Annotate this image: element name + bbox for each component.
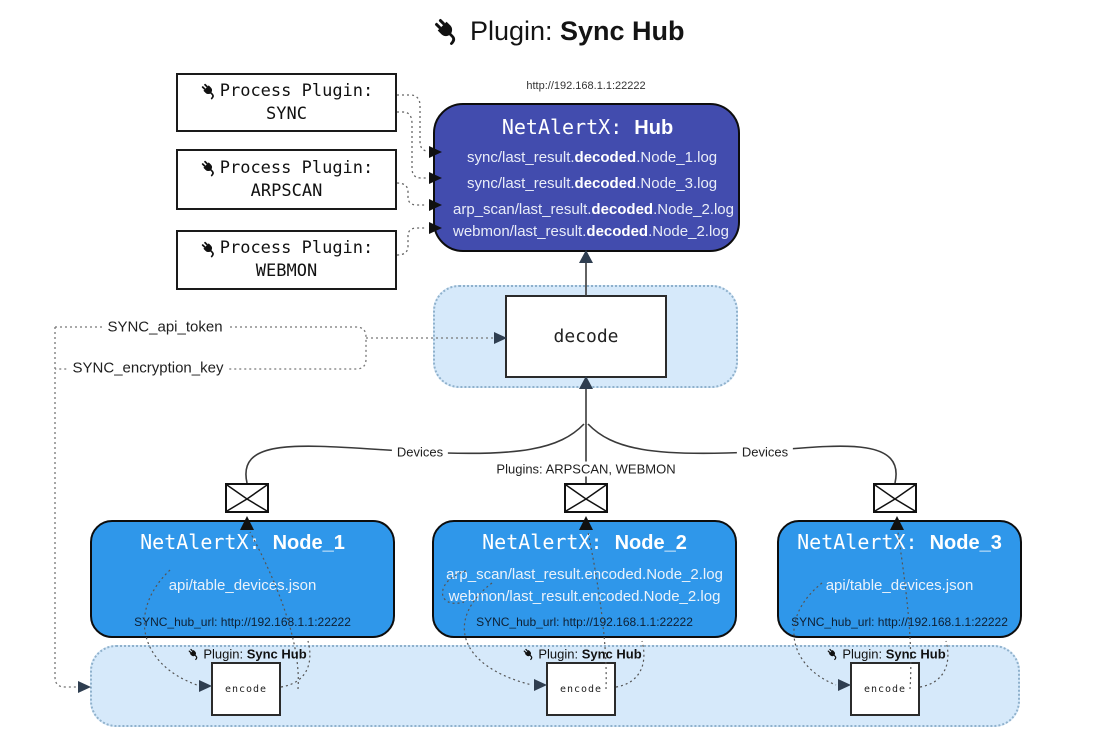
process-plugin-label: Process Plugin: [219, 238, 374, 259]
node-hub-url: SYNC_hub_url: http://192.168.1.1:22222 [476, 615, 693, 629]
encode1-box: encode [211, 662, 281, 716]
node-files: arp_scan/last_result.encoded.Node_2.log … [434, 555, 735, 615]
process-plugin-name: WEBMON [255, 261, 318, 281]
plug-icon [201, 241, 214, 257]
node1-box: NetAlertX: Node_1 api/table_devices.json… [90, 520, 395, 638]
hub-title: NetAlertX: Hub [447, 115, 728, 140]
title-prefix: Plugin: [469, 16, 561, 46]
hub-file: webmon/last_result.decoded.Node_2.log [453, 223, 729, 240]
hub-title-prefix: NetAlertX: [501, 115, 635, 139]
edge-webmon-to-file4 [396, 227, 426, 256]
node-file: arp_scan/last_result.encoded.Node_2.log [446, 565, 723, 583]
node-hub-url: SYNC_hub_url: http://192.168.1.1:22222 [791, 615, 1008, 629]
encode2-box: encode [546, 662, 616, 716]
process-plugin-arpscan: Process Plugin: ARPSCAN [176, 149, 397, 210]
envelope-icon [225, 483, 269, 513]
encoder-label: Plugin: Sync Hub [187, 647, 307, 662]
node-title: NetAlertX: Node_3 [797, 530, 1002, 554]
envelope-icon [873, 483, 917, 513]
sync-encryption-key-label: SYNC_encryption_key [67, 359, 229, 377]
node-file: api/table_devices.json [825, 576, 974, 594]
encoder-label: Plugin: Sync Hub [826, 647, 946, 662]
encode-label: encode [224, 683, 268, 695]
node-files: api/table_devices.json [92, 555, 393, 615]
node-title: NetAlertX: Node_1 [140, 530, 345, 554]
plug-icon [188, 648, 198, 661]
hub-file: arp_scan/last_result.decoded.Node_2.log [453, 201, 734, 218]
node3-box: NetAlertX: Node_3 api/table_devices.json… [777, 520, 1022, 638]
plug-icon [827, 648, 837, 661]
node2-box: NetAlertX: Node_2 arp_scan/last_result.e… [432, 520, 737, 638]
process-plugin-name: ARPSCAN [250, 180, 323, 201]
sync-api-token-label: SYNC_api_token [102, 318, 228, 336]
devices-right-label: Devices [736, 444, 794, 460]
node-file: api/table_devices.json [168, 576, 317, 594]
process-plugin-label: Process Plugin: [219, 157, 374, 178]
hub-title-name: Hub [634, 117, 674, 139]
plug-icon [201, 83, 214, 100]
process-plugin-name: SYNC [266, 103, 307, 124]
edge-sync-to-file1 [397, 94, 429, 152]
decode-box: decode [505, 295, 667, 378]
encode-label: encode [559, 683, 603, 695]
plugins-center-label: Plugins: ARPSCAN, WEBMON [491, 461, 681, 477]
node-files: api/table_devices.json [779, 555, 1020, 615]
hub-file: sync/last_result.decoded.Node_1.log [467, 149, 718, 166]
page-title: Plugin: Sync Hub [0, 16, 1117, 47]
decode-label: decode [553, 326, 619, 347]
hub-box: NetAlertX: Hub sync/last_result.decoded.… [433, 103, 740, 252]
encoder-label: Plugin: Sync Hub [522, 647, 642, 662]
process-plugin-webmon: Process Plugin: WEBMON [176, 230, 397, 290]
node-title: NetAlertX: Node_2 [482, 530, 687, 554]
encode3-box: encode [850, 662, 920, 716]
edge-sync-to-file2 [397, 111, 426, 179]
title-name: Sync Hub [560, 16, 685, 46]
plug-icon [201, 160, 214, 177]
edge-key-to-encoders [54, 327, 78, 688]
hub-url: http://192.168.1.1:22222 [526, 80, 646, 92]
plug-icon [523, 648, 533, 661]
process-plugin-sync: Process Plugin: SYNC [176, 73, 397, 132]
edge-arpscan-to-file3 [396, 182, 426, 206]
devices-left-label: Devices [391, 444, 449, 460]
node-hub-url: SYNC_hub_url: http://192.168.1.1:22222 [134, 615, 351, 629]
node-file: webmon/last_result.encoded.Node_2.log [448, 587, 721, 605]
process-plugin-label: Process Plugin: [219, 80, 374, 101]
encode-label: encode [863, 683, 907, 695]
hub-file: sync/last_result.decoded.Node_3.log [467, 175, 718, 192]
envelope-icon [564, 483, 608, 513]
plug-icon [435, 18, 456, 45]
